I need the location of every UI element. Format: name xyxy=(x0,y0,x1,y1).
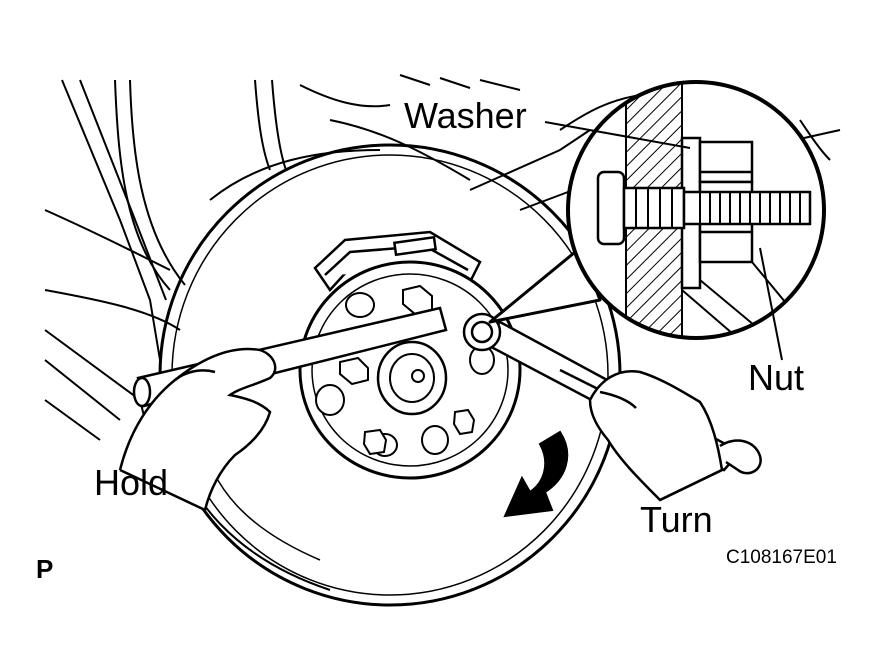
right-hand xyxy=(588,370,724,502)
hub-bolts xyxy=(339,284,476,456)
left-hand xyxy=(118,347,277,512)
nut-label: Nut xyxy=(748,357,805,398)
hub-bolt-section xyxy=(596,170,812,246)
view-code-label: P xyxy=(36,554,54,584)
leader-lines xyxy=(544,121,783,361)
turn-label: Turn xyxy=(640,499,713,540)
figure-id-label: C108167E01 xyxy=(726,547,837,568)
curved-arrow-icon xyxy=(503,430,569,518)
hold-label: Hold xyxy=(94,462,169,503)
washer-label: Washer xyxy=(404,95,527,136)
suspension-background xyxy=(44,74,841,441)
bolt-thread xyxy=(635,188,801,228)
zoom-callout xyxy=(488,80,826,340)
